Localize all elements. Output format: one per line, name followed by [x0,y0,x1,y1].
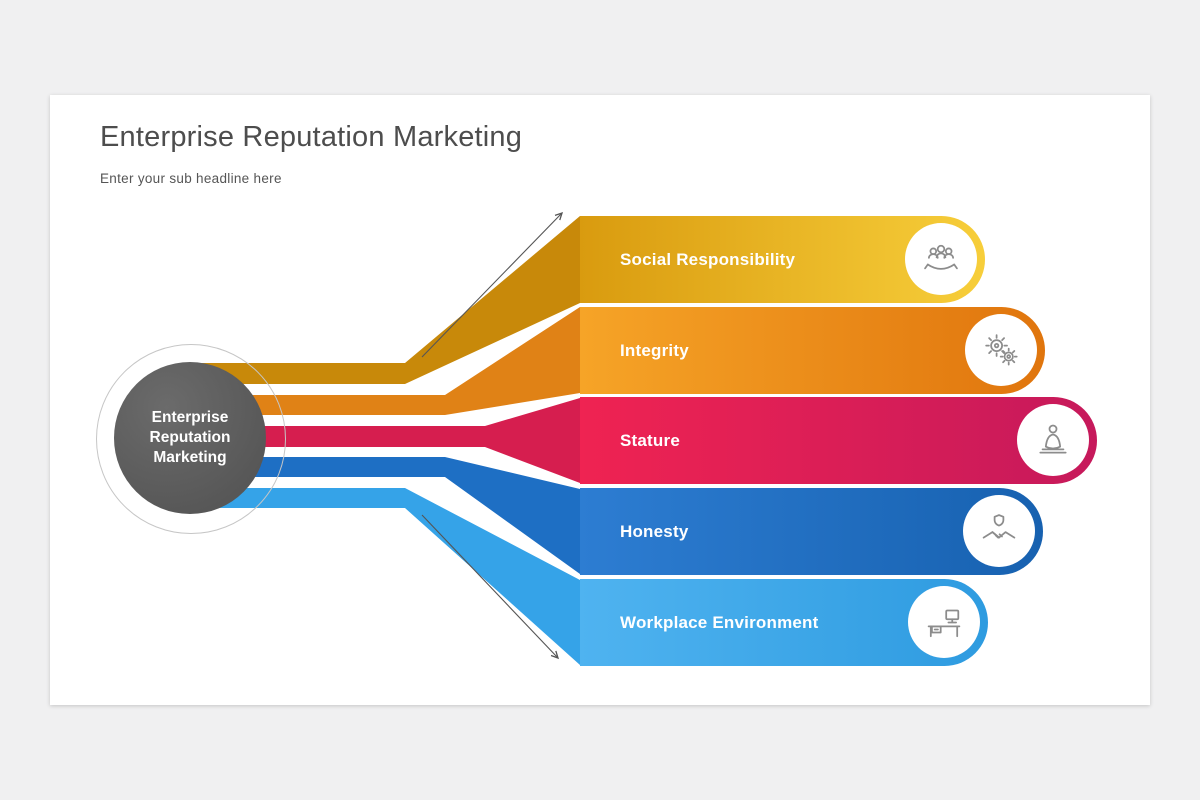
bar-honesty: Honesty [580,488,1043,575]
center-hub: Enterprise Reputation Marketing [114,362,266,514]
bar-label: Stature [620,430,680,450]
fan-arrow-top [421,211,564,358]
buddha-statue-icon [1017,404,1089,476]
ribbon-integrity [190,307,580,415]
bar-stature: Stature [580,397,1097,484]
ribbons-layer [190,211,580,665]
slide-subtitle: Enter your sub headline here [100,171,282,186]
ribbon-social-responsibility [190,216,580,384]
slide-title: Enterprise Reputation Marketing [100,121,523,153]
bar-social-responsibility: Social Responsibility [580,216,985,303]
bar-label: Workplace Environment [620,612,819,632]
bar-label: Honesty [620,521,689,541]
bar-integrity: Integrity [580,307,1045,394]
fan-arrow-bottom [421,514,560,660]
bar-label: Social Responsibility [620,249,796,269]
gears-icon [965,314,1037,386]
center-hub-label-line3: Marketing [153,449,227,467]
center-hub-label-line1: Enterprise [151,408,229,426]
ribbon-stature [190,398,580,483]
presentation-slide: Enterprise Reputation Marketing Enter yo… [50,95,1150,705]
bar-label: Integrity [620,340,689,360]
center-hub-label-line2: Reputation [149,428,231,446]
handshake-shield-icon [963,495,1035,567]
bar-workplace-environment: Workplace Environment [580,579,988,666]
community-in-hands-icon [905,223,977,295]
ribbon-workplace-environment [190,488,580,665]
center-hub-ring [96,344,286,534]
ribbon-honesty [190,457,580,574]
office-desk-icon [908,586,980,658]
